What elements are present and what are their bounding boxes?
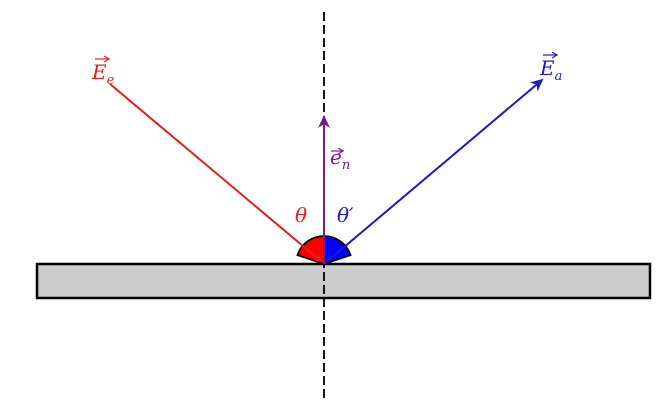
- incident-ray: [109, 83, 323, 263]
- reflected-angle-label: θ′: [337, 203, 354, 227]
- normal-vector-label: en: [330, 145, 350, 173]
- svg-text:en: en: [330, 145, 350, 173]
- svg-text:Ea: Ea: [539, 56, 562, 84]
- reflecting-surface: [35, 262, 652, 300]
- incident-vector-label: Ee: [91, 55, 115, 88]
- incident-angle-label: θ: [295, 203, 307, 227]
- reflected-vector-label: Ea: [539, 51, 562, 84]
- reflected-ray: [323, 78, 544, 265]
- svg-text:Ee: Ee: [91, 60, 115, 88]
